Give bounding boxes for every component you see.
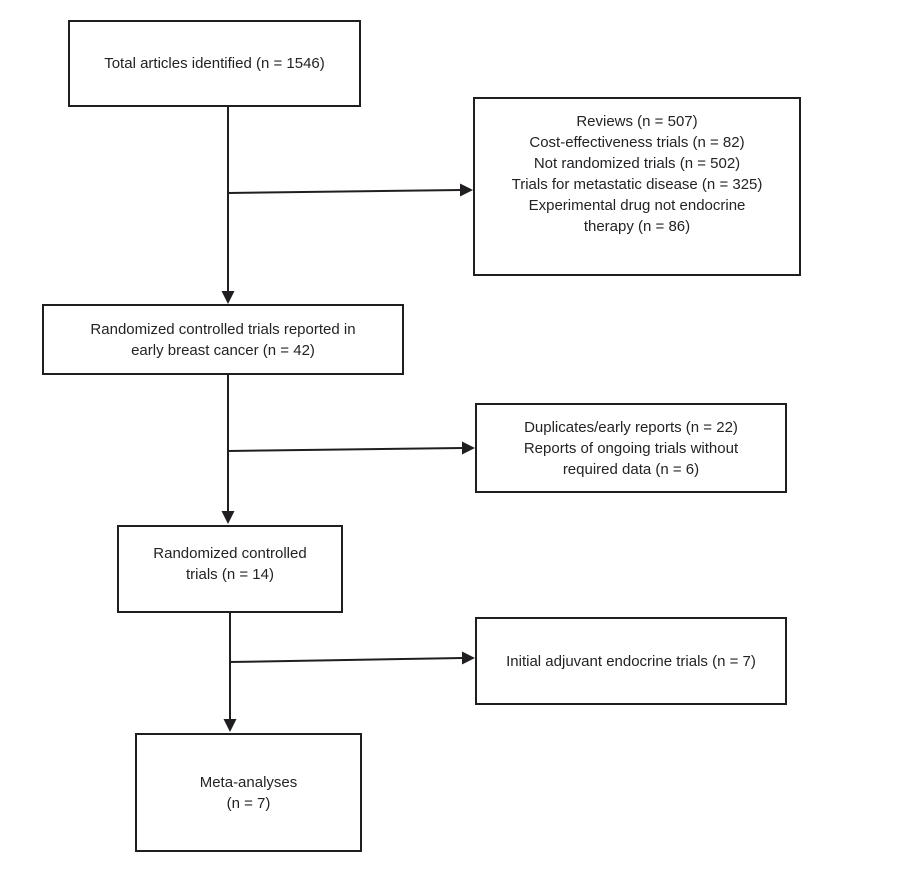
box-meta-analyses: Meta-analyses (n = 7) xyxy=(135,733,362,852)
box-excluded-duplicates-text: Duplicates/early reports (n = 22) Report… xyxy=(523,418,739,478)
box-excluded-initial-adjuvant: Initial adjuvant endocrine trials (n = 7… xyxy=(475,617,787,705)
box-total-articles-text: Total articles identified (n = 1546) xyxy=(104,55,325,72)
arrow-branch-to-excluded2 xyxy=(227,441,475,455)
box-total-articles: Total articles identified (n = 1546) xyxy=(68,20,361,107)
arrow-branch-to-excluded1 xyxy=(227,183,473,197)
box-randomized-controlled-trials: Randomized controlled trials (n = 14) xyxy=(117,525,343,613)
arrow-rct-to-meta xyxy=(223,613,237,732)
box-meta-analyses-text: Meta-analyses (n = 7) xyxy=(199,773,298,812)
box-excluded-initial-adjuvant-text: Initial adjuvant endocrine trials (n = 7… xyxy=(506,652,756,670)
box-rct-early-breast-cancer: Randomized controlled trials reported in… xyxy=(42,304,404,375)
box-randomized-controlled-trials-text: Randomized controlled trials (n = 14) xyxy=(153,545,307,583)
arrow-branch-to-excluded3 xyxy=(229,651,475,665)
box-excluded-duplicates: Duplicates/early reports (n = 22) Report… xyxy=(475,403,787,493)
arrow-rct-early-to-rct xyxy=(221,375,235,524)
box-rct-early-breast-cancer-text: Randomized controlled trials reported in… xyxy=(90,320,356,359)
box-excluded-first-screen-text: Reviews (n = 507) Cost-effectiveness tri… xyxy=(511,113,763,235)
arrow-total-to-rct-early xyxy=(221,107,235,304)
box-excluded-first-screen: Reviews (n = 507) Cost-effectiveness tri… xyxy=(473,97,801,276)
